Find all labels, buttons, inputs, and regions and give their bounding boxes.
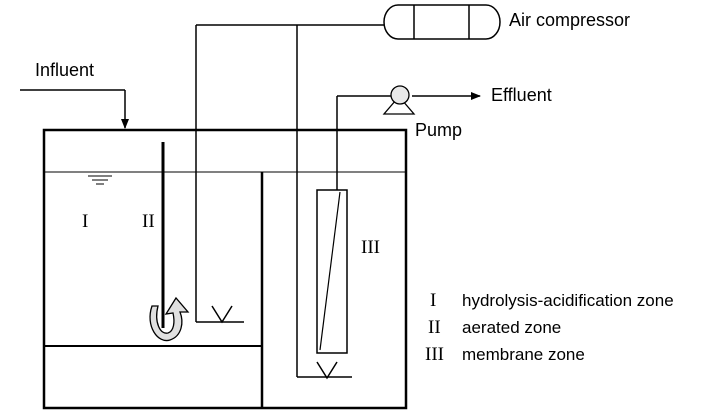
effluent-label: Effluent <box>491 85 552 105</box>
legend-numeral: III <box>425 344 444 365</box>
pump-icon <box>382 85 416 115</box>
tank-outline <box>42 128 408 410</box>
influent-label: Influent <box>35 60 94 80</box>
legend-numeral: II <box>428 317 441 338</box>
zone-1-label: I <box>82 211 88 232</box>
legend-text: hydrolysis-acidification zone <box>462 291 674 310</box>
pump-label: Pump <box>415 120 462 140</box>
water-level-icon <box>88 175 112 185</box>
influent-pipe <box>20 89 129 129</box>
circulation-arrow-icon <box>149 296 190 342</box>
air-compressor-icon <box>383 4 501 40</box>
legend-text: aerated zone <box>462 318 561 337</box>
legend: I hydrolysis-acidification zone II aerat… <box>425 290 674 365</box>
zone-3-label: III <box>361 237 380 258</box>
legend-numeral: I <box>430 290 436 311</box>
diffuser-aerated-icon <box>196 305 244 324</box>
diffuser-membrane-icon <box>297 361 352 380</box>
membrane-module-icon <box>316 189 348 354</box>
zone-2-label: II <box>142 211 155 232</box>
air-compressor-label: Air compressor <box>509 10 630 30</box>
legend-text: membrane zone <box>462 345 585 364</box>
permeate-pipe <box>336 92 481 190</box>
